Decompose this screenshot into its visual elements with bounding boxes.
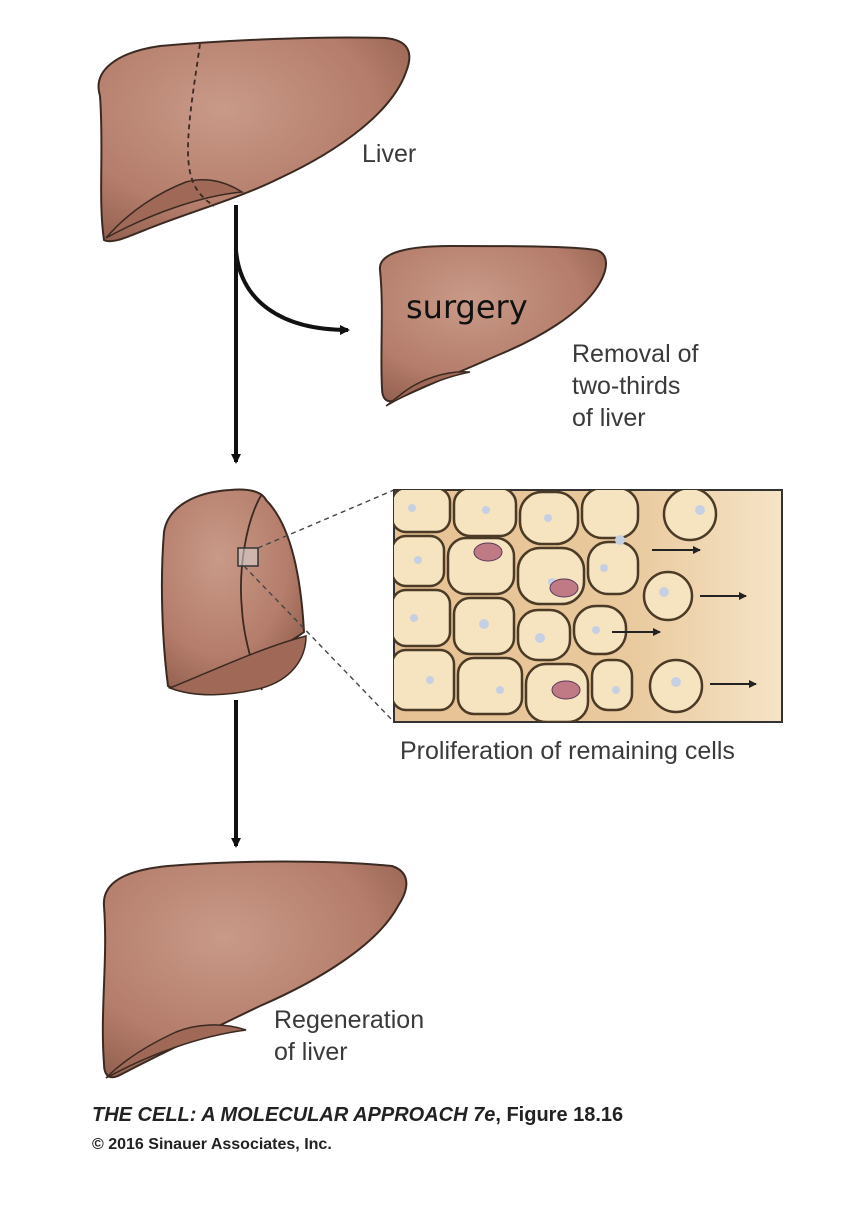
zoom-region-marker <box>237 547 259 567</box>
label-proliferation: Proliferation of remaining cells <box>400 737 735 765</box>
process-arrows <box>231 205 350 848</box>
label-regeneration-line2: of liver <box>274 1038 348 1066</box>
arrow-to-surgery <box>234 249 350 335</box>
label-removal-line1: Removal of <box>572 340 699 368</box>
remaining-liver <box>160 488 395 723</box>
cell-nuclei <box>408 504 705 694</box>
removed-liver-piece <box>378 244 607 407</box>
label-liver: Liver <box>362 140 417 168</box>
zoom-line-bottom <box>243 565 395 723</box>
dividing-cells <box>473 542 581 700</box>
label-regeneration-line1: Regeneration <box>274 1006 425 1034</box>
copyright: © 2016 Sinauer Associates, Inc. <box>92 1136 332 1153</box>
migration-arrows <box>612 546 757 688</box>
book-title: THE CELL: A MOLECULAR APPROACH 7e <box>92 1104 496 1126</box>
regenerated-liver <box>101 860 408 1079</box>
intact-liver <box>97 36 411 243</box>
label-surgery: surgery <box>406 288 528 326</box>
figure-number: , Figure 18.16 <box>495 1104 624 1126</box>
zoom-line-top <box>257 489 395 549</box>
figure-credit: THE CELL: A MOLECULAR APPROACH 7e, Figur… <box>92 1104 623 1127</box>
label-removal-line2: two-thirds <box>572 372 681 400</box>
tissue-inset <box>393 489 783 723</box>
label-removal-line3: of liver <box>572 404 646 432</box>
